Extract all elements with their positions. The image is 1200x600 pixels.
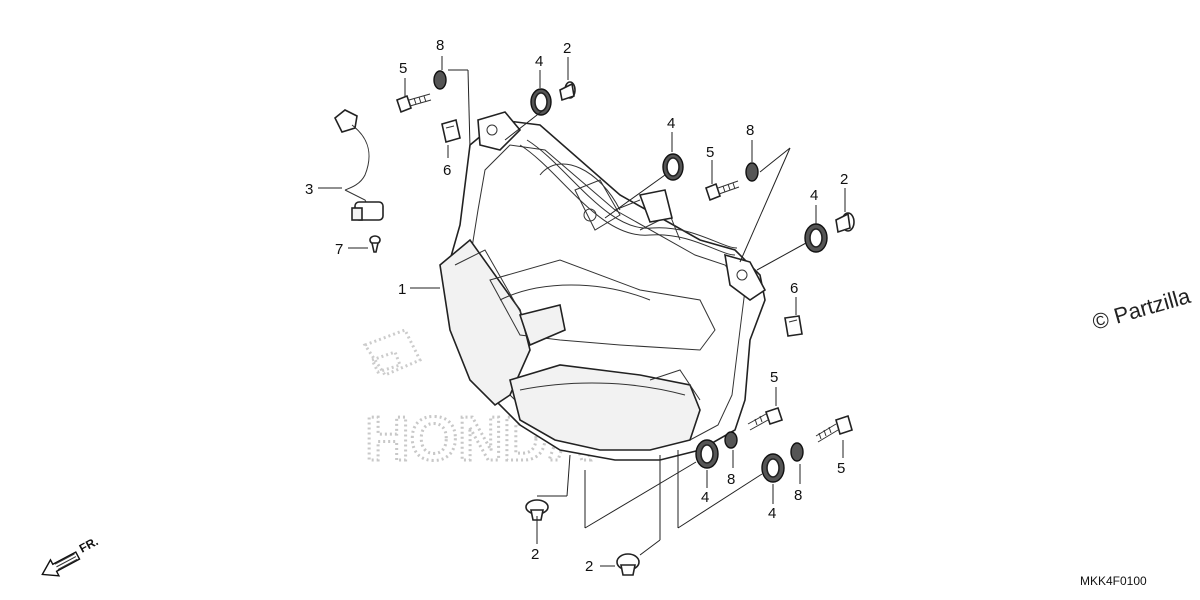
callout-5-lower-mid: 5 (770, 369, 778, 386)
headlight-assembly[interactable] (439, 111, 767, 461)
callout-8-lower-mid: 8 (727, 471, 735, 488)
callout-2-top: 2 (563, 40, 571, 57)
bolt-lower-right[interactable] (815, 414, 853, 443)
grommet-top[interactable] (530, 88, 552, 116)
callout-4-top-right: 4 (667, 115, 675, 132)
diagram-code: MKK4F0100 (1080, 574, 1147, 588)
washer-upper-right[interactable] (745, 162, 759, 182)
callout-4-lower-right: 4 (768, 505, 776, 522)
screw-part-7[interactable] (369, 235, 381, 253)
callout-5-upper-left: 5 (399, 60, 407, 77)
collar-right[interactable] (835, 212, 855, 234)
washer-upper-left[interactable] (433, 70, 447, 90)
grommet-lower-right[interactable] (761, 453, 785, 483)
collar-bottom[interactable] (616, 553, 640, 576)
callout-labels: 1 2 2 2 2 3 4 4 4 4 4 5 5 5 5 6 6 7 8 8 … (305, 37, 848, 575)
bolt-upper-left[interactable] (396, 93, 432, 114)
front-label: FR. (77, 534, 101, 555)
grommet-right[interactable] (804, 223, 828, 253)
callout-1: 1 (398, 281, 406, 298)
collar-lower-left[interactable] (525, 499, 549, 521)
callout-4-lower-mid: 4 (701, 489, 709, 506)
front-direction-arrow: FR. (41, 534, 101, 577)
clip-right[interactable] (784, 315, 803, 337)
callout-2-lower-left: 2 (531, 546, 539, 563)
leader-lines (318, 56, 846, 567)
callout-8-lower-right: 8 (794, 487, 802, 504)
callout-3: 3 (305, 181, 313, 198)
callout-8-upper-right: 8 (746, 122, 754, 139)
grommet-top-right[interactable] (662, 153, 684, 181)
washer-lower-right[interactable] (790, 442, 804, 462)
callout-4-top: 4 (535, 53, 543, 70)
wire-harness-part[interactable] (333, 109, 384, 221)
callout-2-bottom: 2 (585, 558, 593, 575)
clip-upper[interactable] (441, 118, 461, 144)
callout-4-right: 4 (810, 187, 818, 204)
copyright-text: © Partzilla (1089, 283, 1193, 335)
callout-2-right: 2 (840, 171, 848, 188)
bolt-lower-mid[interactable] (747, 406, 784, 431)
callout-7: 7 (335, 241, 343, 258)
bolt-mid-right[interactable] (705, 180, 740, 202)
callout-8-upper-left: 8 (436, 37, 444, 54)
callout-5-lower-right: 5 (837, 460, 845, 477)
grommet-lower-mid[interactable] (695, 439, 719, 469)
callout-6-right: 6 (790, 280, 798, 297)
washer-lower-mid[interactable] (724, 431, 738, 449)
callout-5-mid: 5 (706, 144, 714, 161)
callout-6-upper: 6 (443, 162, 451, 179)
collar-top[interactable] (559, 81, 576, 102)
